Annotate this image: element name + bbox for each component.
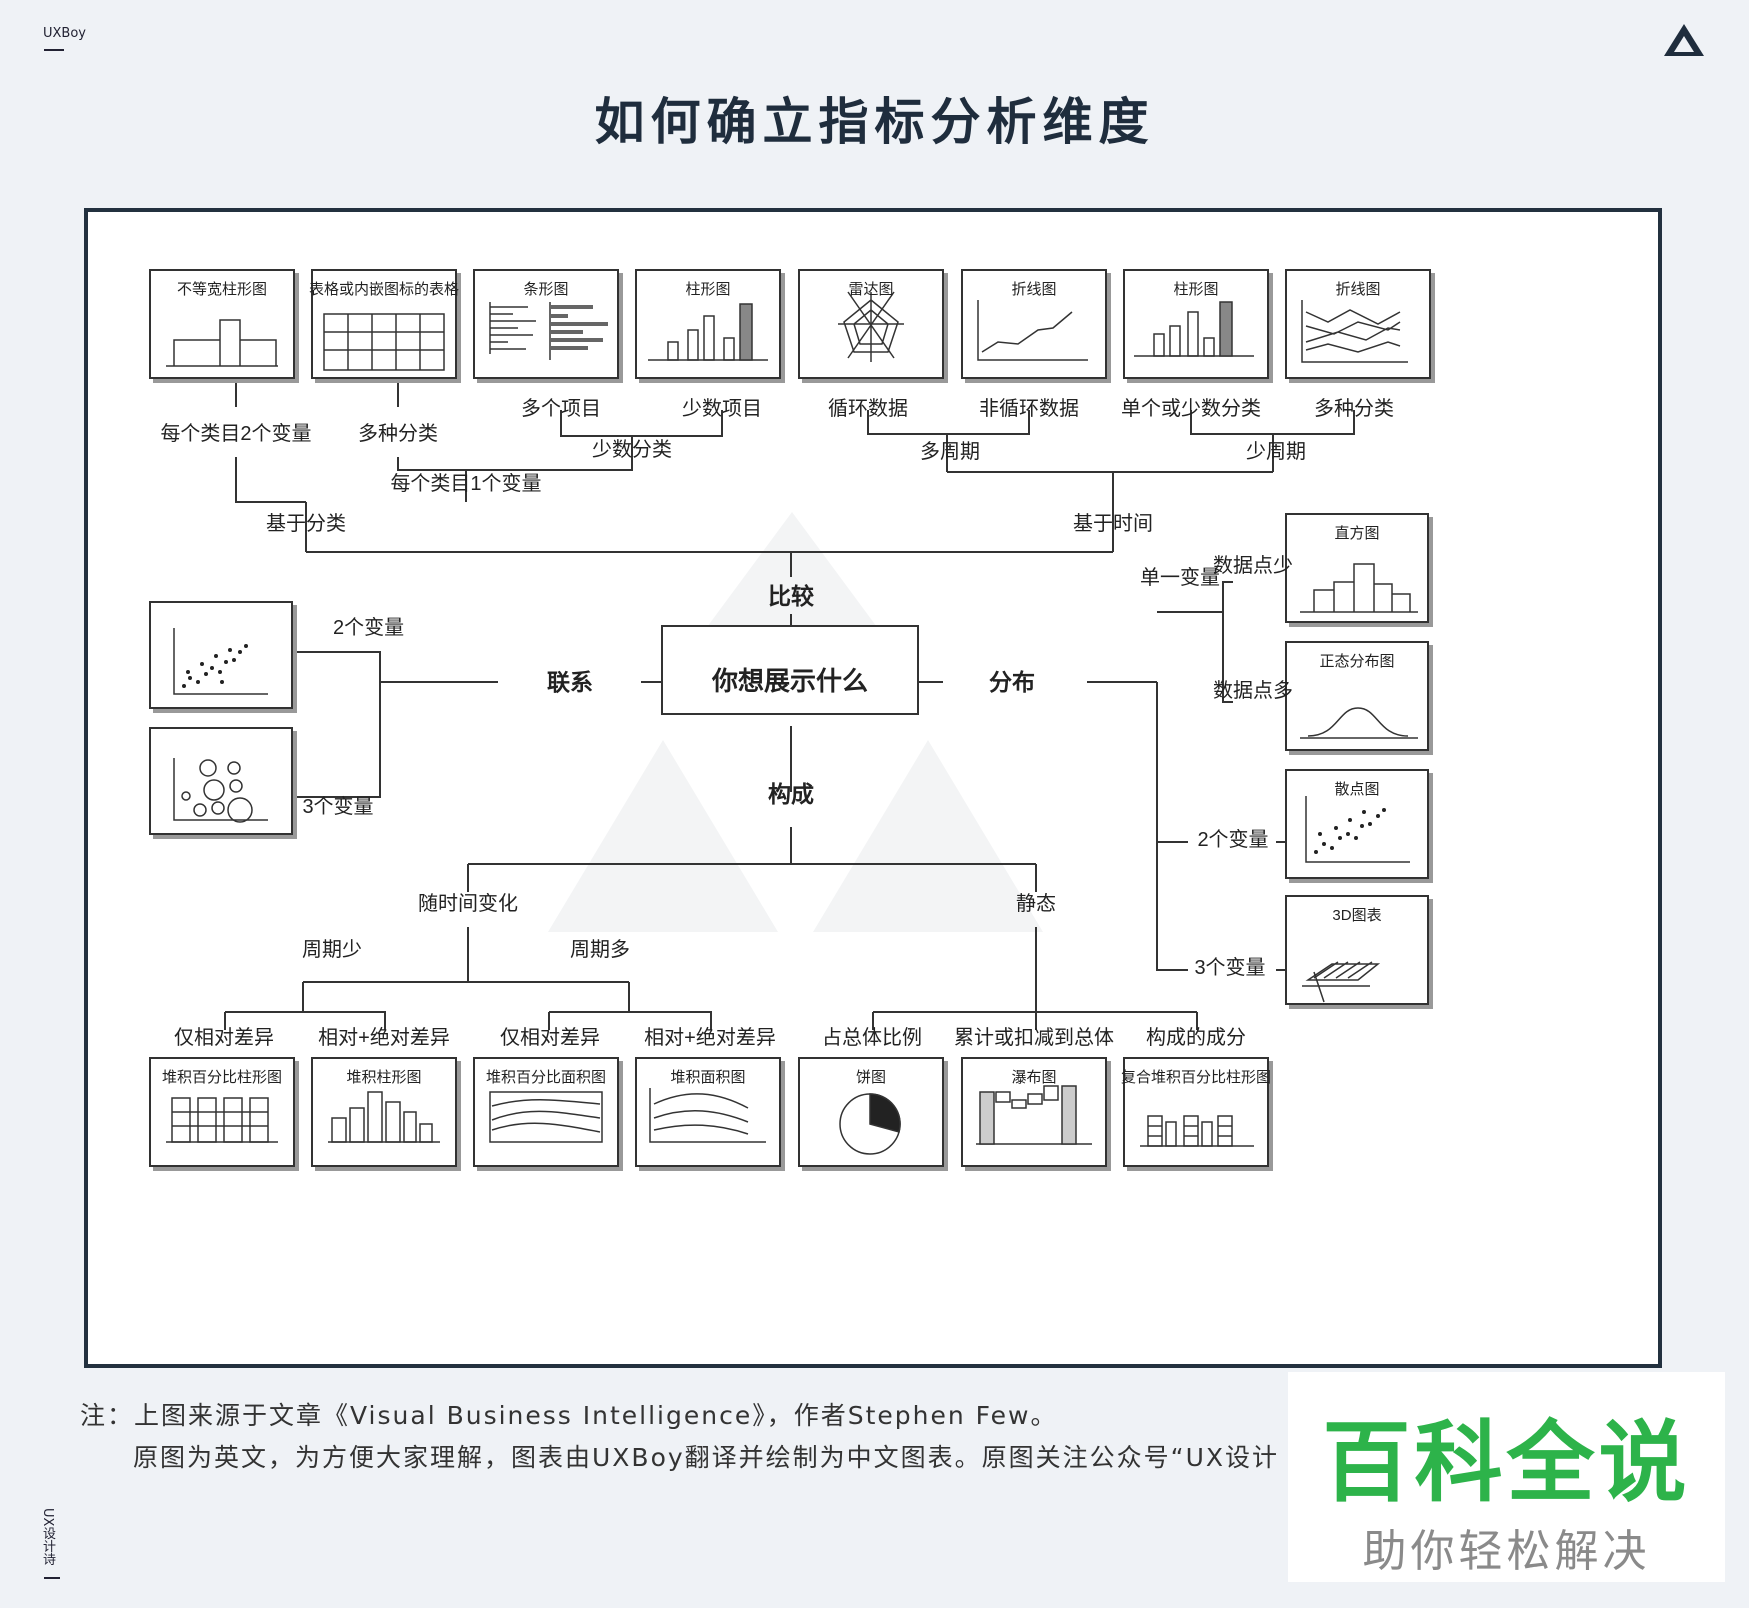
branch-label: 3个变量 bbox=[1194, 956, 1265, 979]
branch-label: 循环数据 bbox=[828, 397, 908, 420]
chart-selector-diagram: 不等宽柱形图 表格或内嵌图标的表格 条形图 柱形图 雷达图 折线图 柱形图 折线… bbox=[149, 269, 1431, 1167]
branch-label: 少周期 bbox=[1246, 440, 1306, 463]
card-title: 瀑布图 bbox=[1011, 1069, 1056, 1086]
branch-label: 周期少 bbox=[302, 938, 362, 961]
diagram-text: 不等宽柱形图 表格或内嵌图标的表格 条形图 柱形图 雷达图 折线图 柱形图 折线… bbox=[160, 280, 1394, 1086]
card-title: 堆积百分比面积图 bbox=[486, 1069, 606, 1086]
side-underline bbox=[44, 1577, 60, 1579]
branch-distribution: 分布 bbox=[989, 669, 1035, 695]
watermark-main: 百科全说 bbox=[1322, 1411, 1691, 1514]
side-label: UX设计诗 bbox=[40, 1508, 55, 1566]
card-title: 直方图 bbox=[1334, 525, 1379, 542]
branch-label: 占总体比例 bbox=[822, 1026, 922, 1049]
branch-label: 多周期 bbox=[920, 440, 980, 463]
card-title: 3D图表 bbox=[1332, 907, 1381, 924]
branch-label: 2个变量 bbox=[1197, 828, 1268, 851]
card-title: 正态分布图 bbox=[1319, 653, 1394, 670]
card-title: 堆积百分比柱形图 bbox=[162, 1069, 282, 1086]
branch-label: 每个类目1个变量 bbox=[390, 472, 541, 495]
diagram-frame: 不等宽柱形图 表格或内嵌图标的表格 条形图 柱形图 雷达图 折线图 柱形图 折线… bbox=[84, 208, 1662, 1368]
distribution-sub-labels: 单一变量 数据点少 数据点多 bbox=[1140, 554, 1293, 702]
card-title: 复合堆积百分比柱形图 bbox=[1121, 1068, 1271, 1086]
branch-label: 基于时间 bbox=[1073, 512, 1153, 535]
branch-label: 多种分类 bbox=[1314, 397, 1394, 420]
center-question: 你想展示什么 bbox=[711, 666, 868, 696]
scatter-dots bbox=[182, 644, 1386, 854]
branch-label: 单一变量 bbox=[1140, 566, 1220, 589]
branch-relation: 联系 bbox=[547, 669, 593, 695]
branch-label: 相对+绝对差异 bbox=[318, 1026, 450, 1049]
triangle-logo-icon bbox=[1660, 20, 1708, 64]
card-title: 柱形图 bbox=[1173, 281, 1218, 298]
connector-lines bbox=[224, 380, 1355, 1030]
branch-label: 仅相对差异 bbox=[174, 1026, 274, 1049]
card-title: 不等宽柱形图 bbox=[177, 280, 267, 298]
card-title: 表格或内嵌图标的表格 bbox=[309, 281, 459, 298]
card-title: 折线图 bbox=[1011, 281, 1056, 298]
chart-thumbnails bbox=[166, 291, 1418, 1155]
watermark-triangle bbox=[548, 512, 1043, 932]
branch-label: 数据点少 bbox=[1213, 554, 1293, 577]
footnote-line-1: 注：上图来源于文章《Visual Business Intelligence》，… bbox=[80, 1401, 1058, 1430]
card-title: 散点图 bbox=[1334, 781, 1379, 798]
footnote: 注：上图来源于文章《Visual Business Intelligence》，… bbox=[80, 1395, 1279, 1479]
branch-label: 单个或少数分类 bbox=[1121, 397, 1261, 420]
branch-label: 基于分类 bbox=[266, 512, 346, 535]
branch-label: 数据点多 bbox=[1213, 679, 1293, 702]
branch-label: 累计或扣减到总体 bbox=[954, 1026, 1114, 1049]
branch-label: 3个变量 bbox=[302, 795, 373, 818]
card-title: 雷达图 bbox=[848, 281, 893, 298]
branch-label: 少数分类 bbox=[592, 438, 672, 461]
branch-label: 2个变量 bbox=[333, 616, 404, 639]
card-title: 堆积柱形图 bbox=[346, 1069, 421, 1086]
branch-compare: 比较 bbox=[768, 583, 814, 609]
card-title: 柱形图 bbox=[685, 281, 730, 298]
center-box bbox=[661, 625, 919, 715]
branch-composition: 构成 bbox=[768, 781, 814, 807]
branch-label: 非循环数据 bbox=[979, 397, 1079, 420]
page-title: 如何确立指标分析维度 bbox=[594, 93, 1155, 151]
footnote-line-2: 原图为英文，为方便大家理解，图表由UXBoy翻译并绘制为中文图表。原图关注公众号… bbox=[133, 1443, 1280, 1472]
branch-label: 少数项目 bbox=[682, 397, 762, 420]
card-title: 折线图 bbox=[1335, 281, 1380, 298]
branch-label: 周期多 bbox=[570, 938, 630, 961]
card-title: 饼图 bbox=[856, 1069, 886, 1086]
branch-label: 每个类目2个变量 bbox=[160, 422, 311, 445]
branch-label: 多种分类 bbox=[358, 422, 438, 445]
watermark-sub: 助你轻松解决 bbox=[1362, 1526, 1651, 1577]
branch-label: 构成的成分 bbox=[1146, 1026, 1246, 1049]
branch-label: 相对+绝对差异 bbox=[644, 1026, 776, 1049]
branch-label: 静态 bbox=[1016, 892, 1056, 915]
watermark-badge: 百科全说 助你轻松解决 bbox=[1288, 1372, 1725, 1582]
branch-label: 仅相对差异 bbox=[500, 1026, 600, 1049]
brand-underline bbox=[44, 49, 64, 51]
card-title: 条形图 bbox=[523, 281, 568, 298]
branch-label: 多个项目 bbox=[521, 397, 601, 420]
branch-label: 随时间变化 bbox=[418, 892, 518, 915]
brand-label: UXBoy bbox=[43, 26, 86, 41]
card-title: 堆积面积图 bbox=[670, 1069, 745, 1086]
